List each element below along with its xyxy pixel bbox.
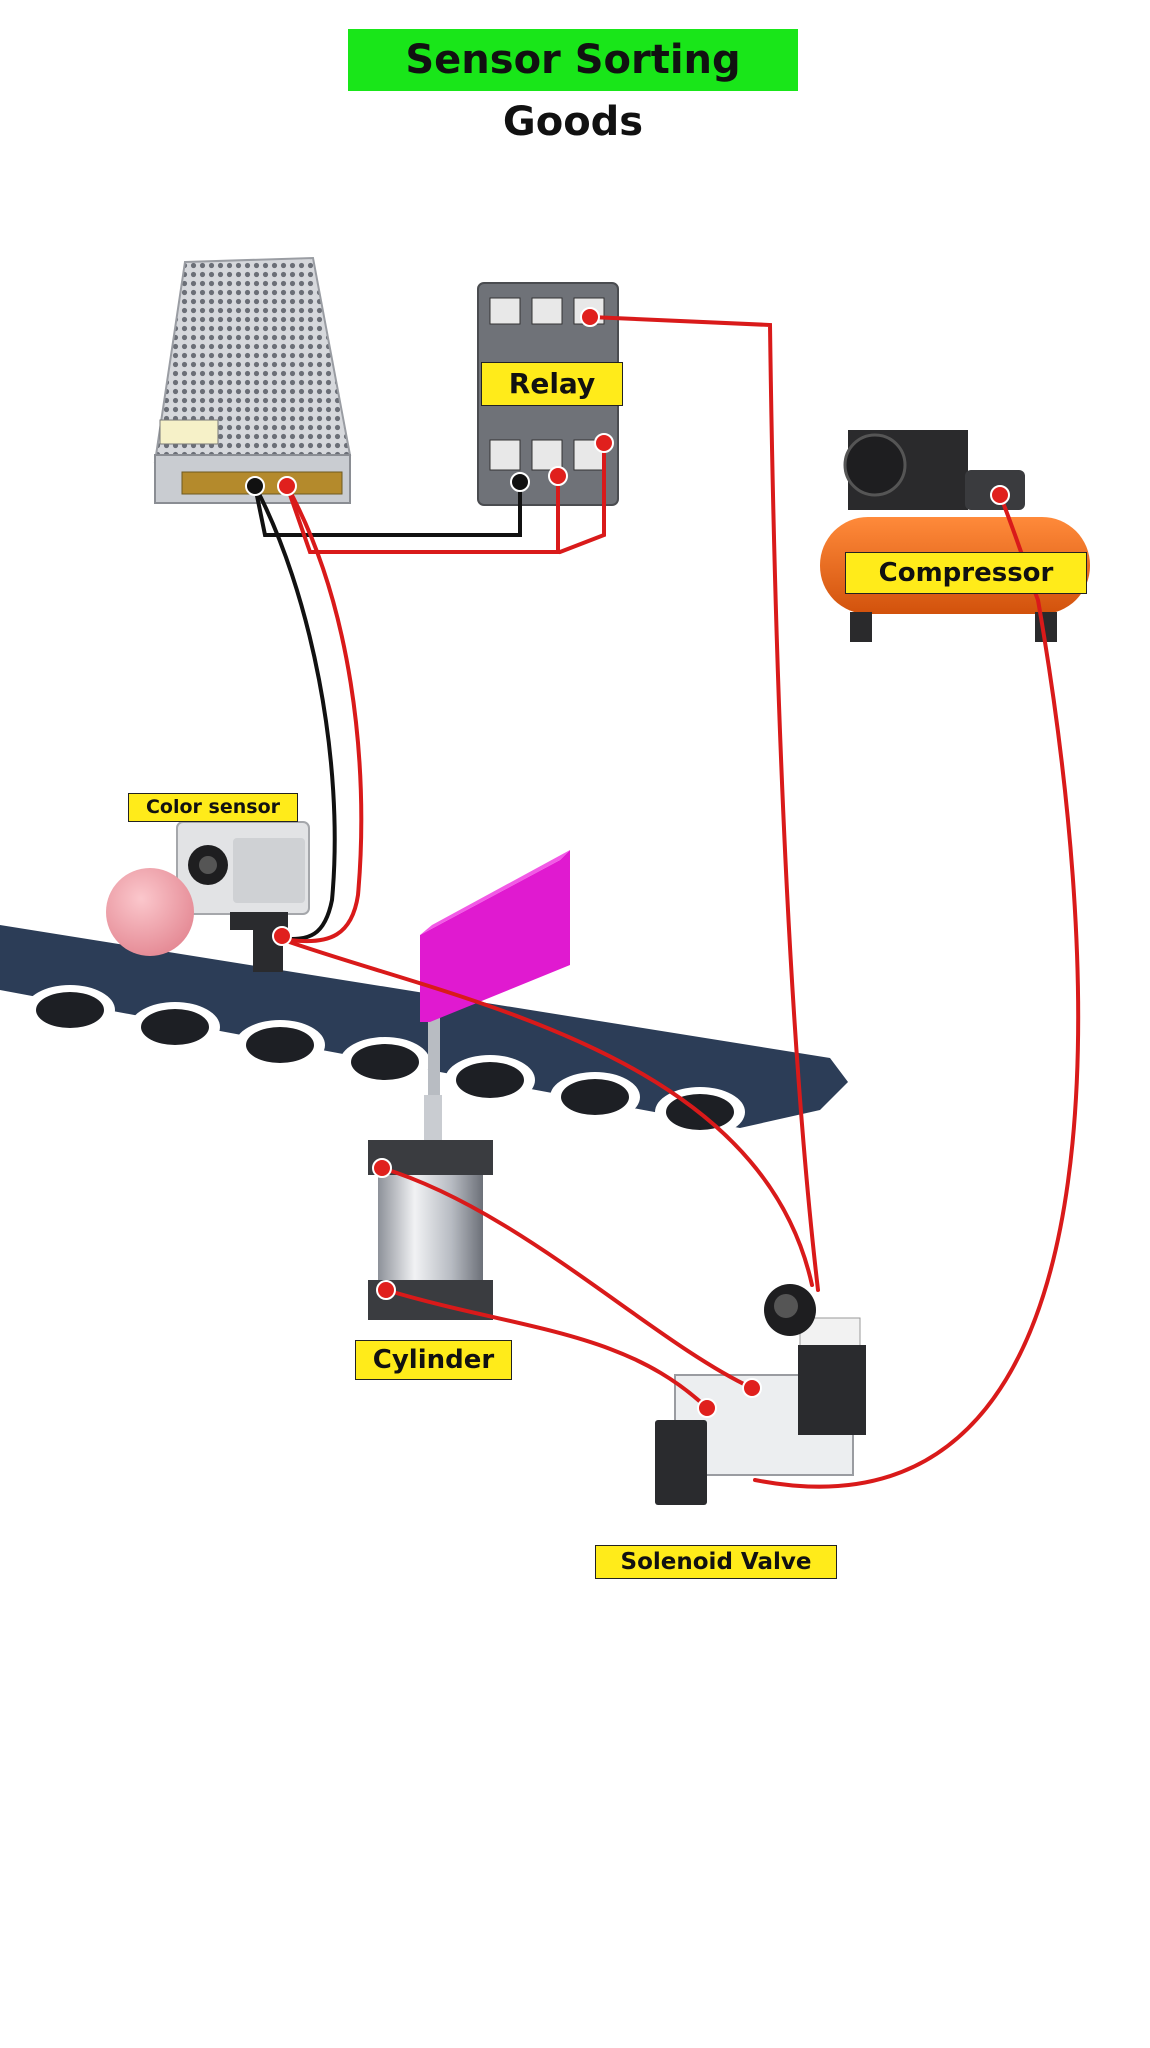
wire-black-power-to-sensor	[253, 484, 337, 941]
cylinder-label: Cylinder	[355, 1340, 512, 1380]
pusher-plate-icon	[420, 850, 570, 1150]
terminal-dot	[272, 926, 292, 946]
terminal-dot	[580, 307, 600, 327]
compressor-label: Compressor	[845, 552, 1087, 594]
wire-red-cylinder-bottom-to-valve	[384, 1288, 709, 1410]
terminal-dot	[372, 1158, 392, 1178]
wire-red-relay-to-relay	[558, 441, 606, 554]
ball-icon	[106, 868, 194, 956]
terminal-dot	[697, 1398, 717, 1418]
color-sensor-icon	[176, 821, 310, 972]
terminal-dot	[376, 1280, 396, 1300]
wire-red-power-to-relay	[285, 474, 560, 554]
color-sensor-label: Color sensor	[128, 793, 298, 822]
relay-label: Relay	[481, 362, 623, 406]
compressor-icon	[820, 430, 1090, 642]
terminal-dot	[594, 433, 614, 453]
wire-red-power-to-sensor	[285, 484, 364, 944]
wire-red-sensor-to-valve	[276, 936, 814, 1287]
wire-red-relay-to-valve	[588, 315, 820, 1292]
terminal-dot	[742, 1378, 762, 1398]
terminal-dot	[277, 476, 297, 496]
wire-black-power-to-relay	[253, 480, 522, 537]
wire-red-cylinder-top-to-valve	[380, 1166, 754, 1390]
terminal-dot-black	[510, 472, 530, 492]
terminal-dot-black	[245, 476, 265, 496]
terminal-dot	[990, 485, 1010, 505]
power-supply-icon	[153, 256, 352, 504]
solenoid-valve-icon	[655, 1284, 866, 1505]
terminal-dot	[548, 466, 568, 486]
pneumatic-cylinder-icon	[368, 1095, 493, 1320]
page-title: Sensor Sorting Goods	[348, 29, 798, 145]
solenoid-valve-label: Solenoid Valve	[595, 1545, 837, 1579]
